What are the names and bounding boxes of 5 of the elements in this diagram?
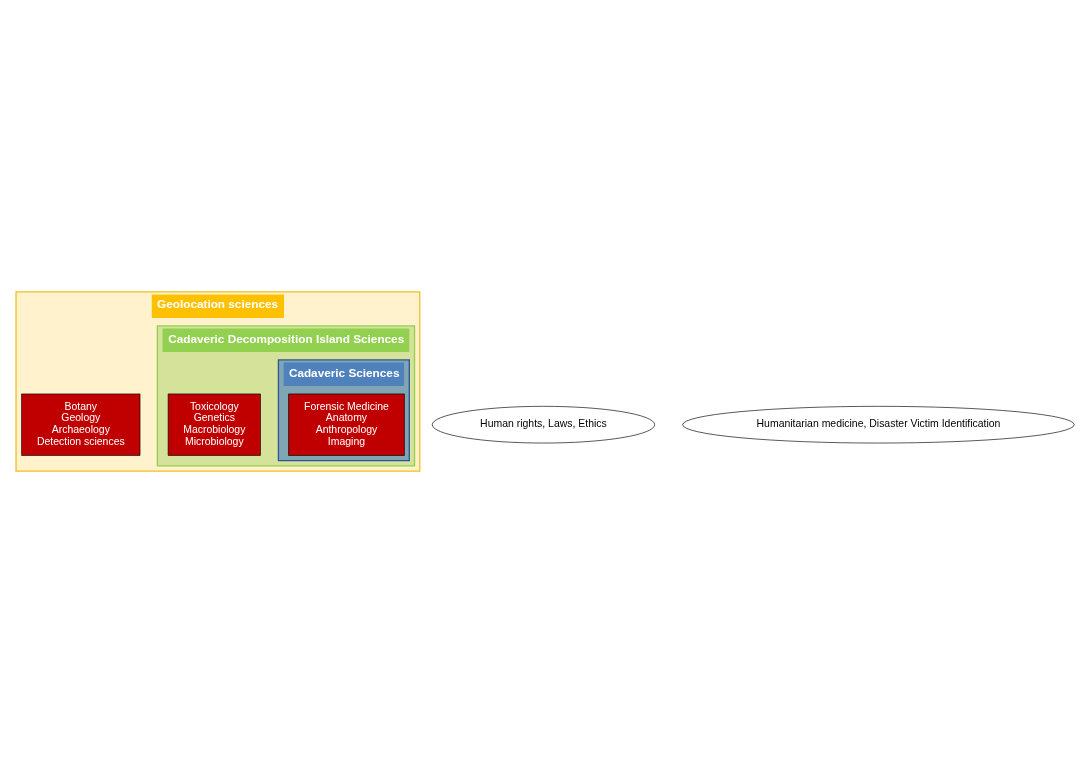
node-ellipse: Human rights, Laws, Ethics	[431, 405, 655, 443]
node-ellipse: Humanitarian medicine, Disaster Victim Identification	[682, 405, 1075, 443]
node-box: Botany Geology Archaeology Detection sciences	[21, 393, 141, 456]
node-box: Forensic Medicine Anatomy Anthropology Imaging	[288, 393, 405, 456]
node-box: Toxicology Genetics Macrobiology Microbiology	[167, 393, 261, 456]
